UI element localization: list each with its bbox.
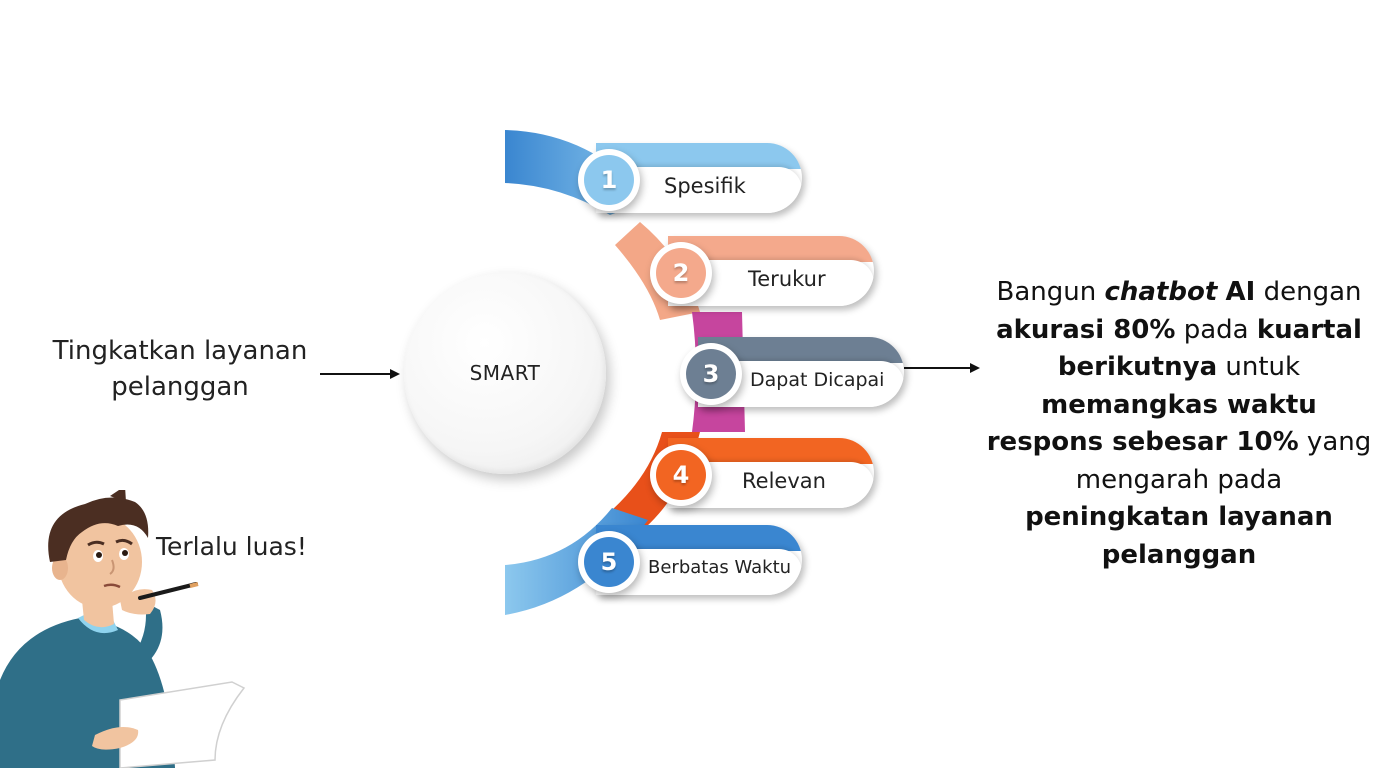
arrow-to-objective [904, 363, 980, 373]
step-5-badge: 5 [578, 531, 640, 593]
thinking-person-illustration [0, 490, 246, 768]
smart-hub: SMART [404, 272, 606, 474]
step-2-label: Terukur [748, 267, 826, 291]
step-dapat-dicapai: Dapat Dicapai 3 [680, 337, 904, 411]
step-1-number: 1 [584, 155, 634, 205]
hub-label: SMART [469, 361, 541, 385]
objective-line-6: mengarah pada [1075, 464, 1283, 495]
step-spesifik: Spesifik 1 [578, 143, 802, 217]
smart-objective: Bangun chatbot AI dengan akurasi 80% pad… [980, 274, 1376, 574]
step-2-badge: 2 [650, 242, 712, 304]
objective-line-7: peningkatan layanan [1025, 502, 1333, 532]
original-goal: Tingkatkan layanan pelanggan [30, 333, 330, 405]
step-4-number: 4 [656, 450, 706, 500]
step-3-number: 3 [686, 349, 736, 399]
goal-line-1: Tingkatkan layanan [52, 336, 308, 366]
objective-line-5: respons sebesar 10% yang [986, 427, 1372, 457]
objective-line-3: berikutnya untuk [1057, 352, 1301, 382]
objective-line-8: pelanggan [1101, 539, 1257, 570]
step-5-number: 5 [584, 537, 634, 587]
goal-line-2: pelanggan [111, 372, 249, 402]
step-5-label: Berbatas Waktu [648, 557, 792, 578]
objective-line-4: memangkas waktu [1041, 389, 1317, 420]
step-4-label: Relevan [742, 469, 826, 493]
step-3-badge: 3 [680, 343, 742, 405]
step-relevan: Relevan 4 [650, 438, 874, 512]
speech-text: Terlalu luas! [156, 532, 307, 561]
step-berbatas-waktu: Berbatas Waktu 5 [578, 525, 802, 599]
arrow-to-hub [320, 369, 400, 379]
objective-line-1: Bangun chatbot AI dengan [996, 277, 1362, 307]
step-2-number: 2 [656, 248, 706, 298]
step-1-label: Spesifik [664, 174, 746, 198]
objective-line-2: akurasi 80% pada kuartal [996, 314, 1362, 345]
step-1-badge: 1 [578, 149, 640, 211]
step-3-label: Dapat Dicapai [750, 369, 885, 391]
step-4-badge: 4 [650, 444, 712, 506]
step-terukur: Terukur 2 [650, 236, 874, 310]
